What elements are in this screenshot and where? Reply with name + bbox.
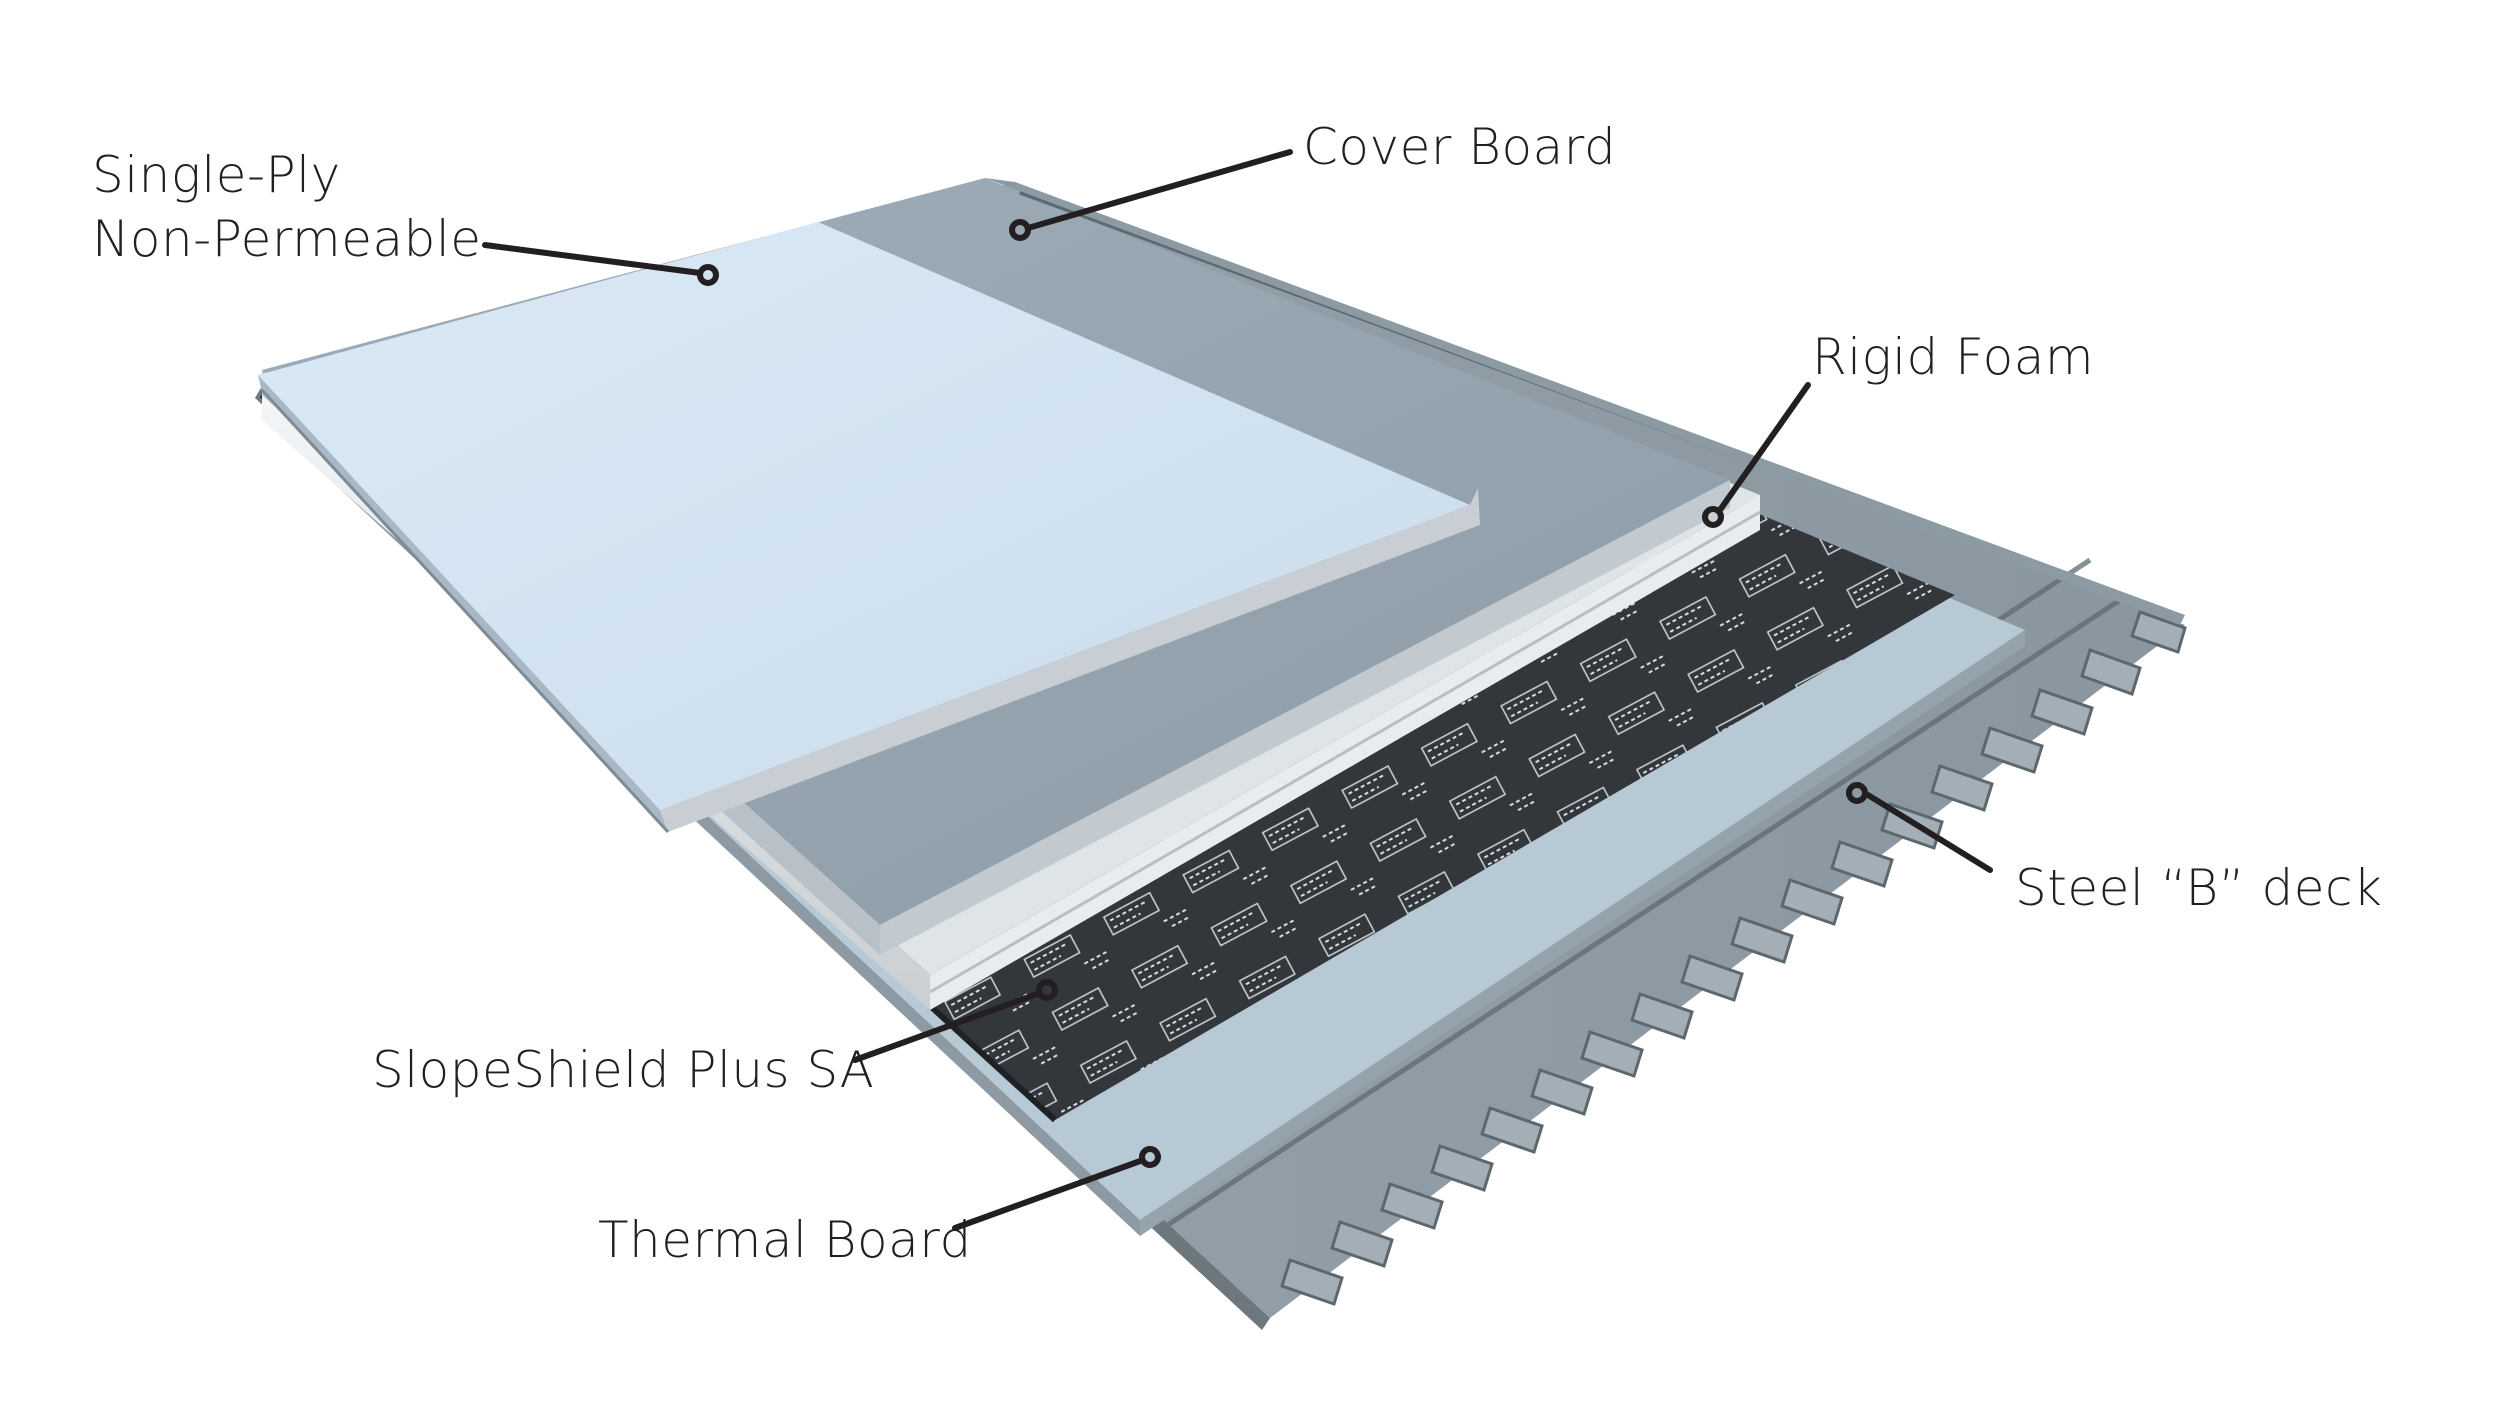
dot-single-ply-icon xyxy=(697,264,719,286)
dot-slopeshield-icon xyxy=(1036,979,1058,1001)
label-cover-board: Cover Board xyxy=(1303,118,1617,176)
label-rigid-foam: Rigid Foam xyxy=(1812,328,2095,386)
leader-steel-deck xyxy=(1865,792,1993,873)
label-slopeshield: SlopeShield Plus SA xyxy=(372,1041,875,1099)
label-single-ply: Single-Ply Non-Permeable xyxy=(92,143,482,271)
label-thermal-board: Thermal Board xyxy=(598,1211,972,1269)
dot-cover-board-icon xyxy=(1009,219,1031,241)
label-single-ply-line2: Non-Permeable xyxy=(92,210,482,268)
single-ply-layer xyxy=(258,222,1480,834)
label-steel-deck: Steel “B” deck xyxy=(2015,859,2383,917)
leader-rigid-foam xyxy=(1717,382,1811,513)
deck-ribs xyxy=(1280,610,2187,1306)
leader-slopeshield xyxy=(852,990,1043,1063)
leader-dots xyxy=(697,219,1868,1168)
leader-single-ply xyxy=(482,242,703,276)
dot-steel-deck-icon xyxy=(1846,782,1868,804)
leader-thermal-board xyxy=(952,1157,1146,1231)
dot-rigid-foam-icon xyxy=(1702,506,1724,528)
label-single-ply-line1: Single-Ply xyxy=(92,146,341,204)
dot-thermal-board-icon xyxy=(1139,1146,1161,1168)
leader-lines xyxy=(482,149,1993,1231)
leader-cover-board xyxy=(1025,149,1293,231)
